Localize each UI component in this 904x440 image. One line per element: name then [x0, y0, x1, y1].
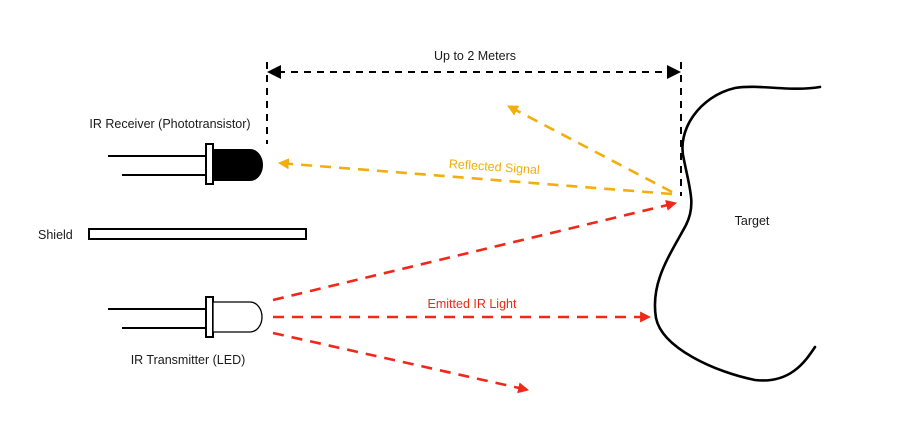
emitted-label: Emitted IR Light: [428, 297, 517, 311]
distance-arrowhead-left: [267, 65, 281, 79]
ir-receiver: IR Receiver (Phototransistor): [89, 117, 263, 185]
shield: Shield: [38, 228, 307, 242]
emitted-arrow-up: [272, 199, 678, 302]
distance-label: Up to 2 Meters: [434, 49, 516, 63]
target-outline: [653, 85, 822, 382]
distance-arrowhead-right: [667, 65, 681, 79]
shield-label: Shield: [38, 228, 73, 242]
transmitter-label: IR Transmitter (LED): [131, 353, 246, 367]
transmitter-flange: [205, 296, 214, 338]
target-label: Target: [735, 214, 770, 228]
ir-transmitter: IR Transmitter (LED): [108, 296, 263, 367]
reflected-signal: Reflected Signal: [277, 104, 673, 196]
receiver-flange: [205, 143, 214, 185]
transmitter-body: [212, 301, 263, 333]
emitted-light: Emitted IR Light: [272, 199, 678, 394]
receiver-body: [212, 149, 263, 181]
reflected-arrow-to-receiver: [277, 158, 673, 196]
receiver-label: IR Receiver (Phototransistor): [89, 117, 250, 131]
reflected-label: Reflected Signal: [448, 157, 540, 177]
emitted-arrow-down: [272, 331, 530, 394]
shield-bar: [88, 228, 307, 240]
target: Target: [653, 85, 822, 382]
reflected-arrow-scatter: [507, 104, 673, 194]
distance-indicator: Up to 2 Meters: [266, 49, 682, 196]
